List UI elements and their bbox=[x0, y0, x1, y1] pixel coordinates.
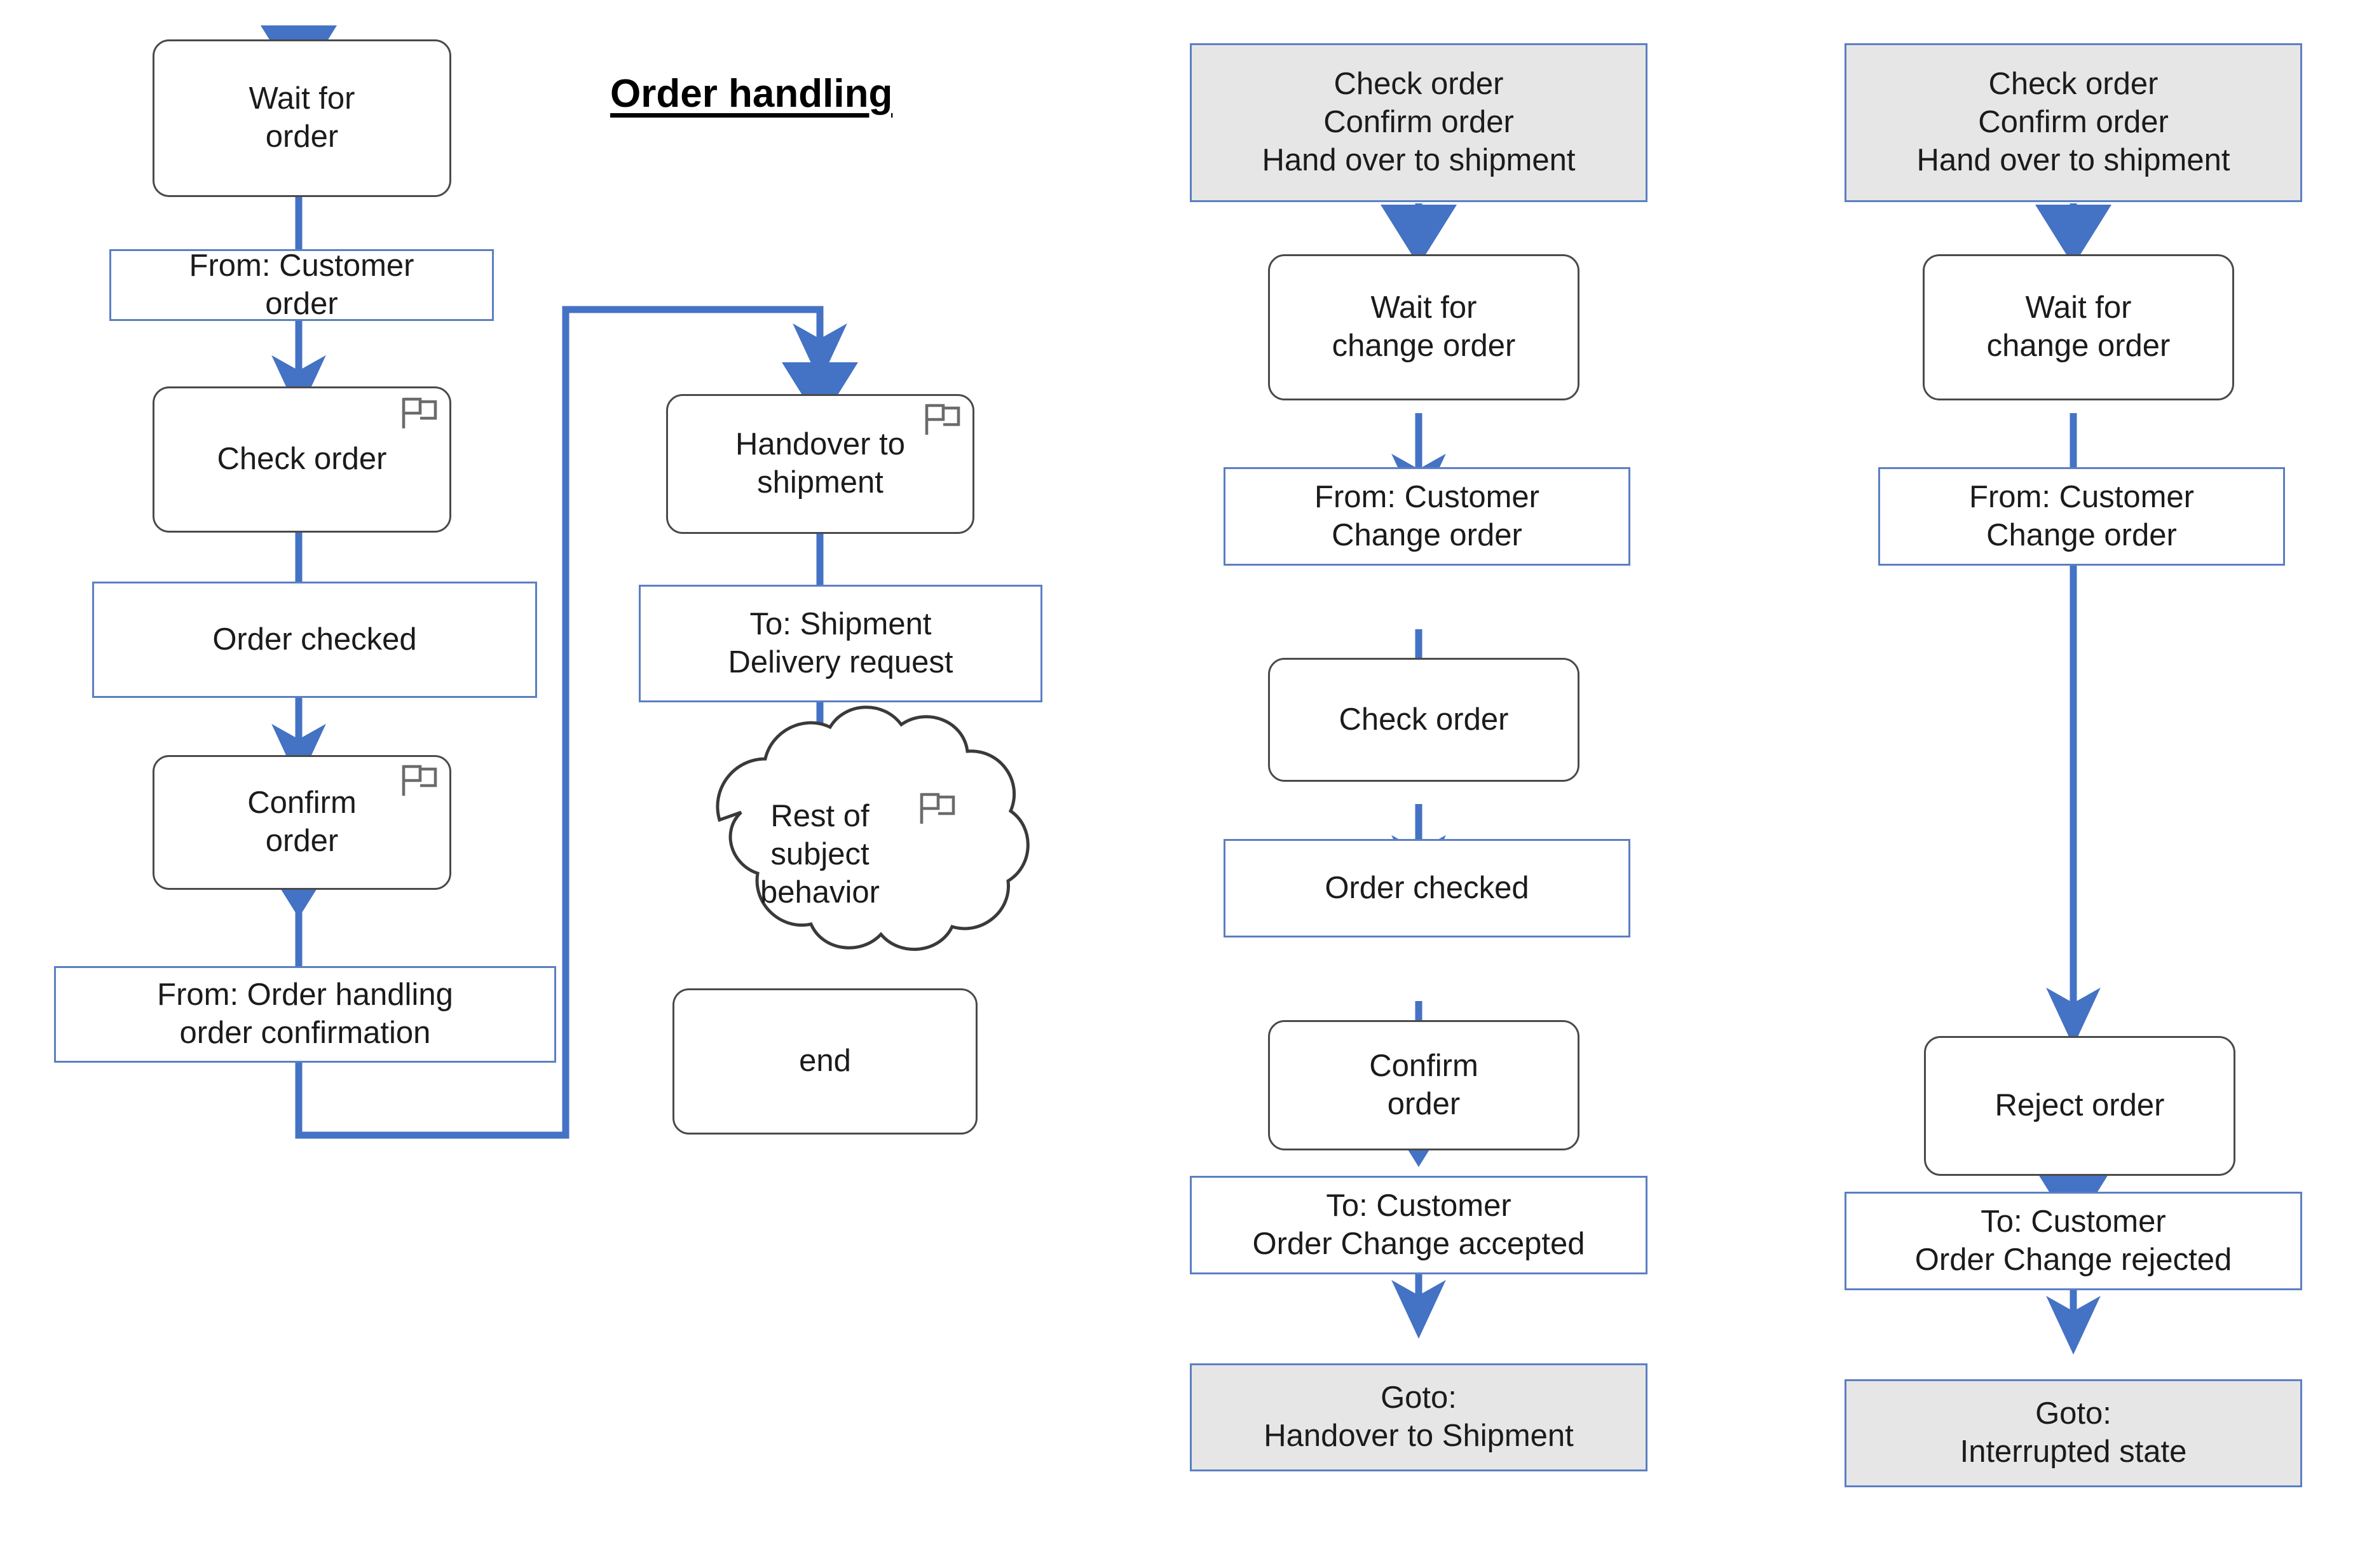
cloud-shape bbox=[716, 706, 1030, 951]
state-wait-for-order[interactable]: Wait for order bbox=[153, 39, 451, 197]
state-check-order-middle[interactable]: Check order bbox=[1268, 658, 1579, 782]
state-end[interactable]: end bbox=[672, 988, 978, 1135]
message-from-order-handling[interactable]: From: Order handling order confirmation bbox=[54, 966, 556, 1063]
message-to-shipment[interactable]: To: Shipment Delivery request bbox=[639, 585, 1042, 702]
grey-interrupt-states-middle[interactable]: Check order Confirm order Hand over to s… bbox=[1190, 43, 1647, 202]
edge-loop-to-handover bbox=[295, 306, 847, 1139]
grey-goto-handover-middle[interactable]: Goto: Handover to Shipment bbox=[1190, 1363, 1647, 1471]
grey-interrupt-states-right[interactable]: Check order Confirm order Hand over to s… bbox=[1845, 43, 2302, 202]
state-confirm-order[interactable]: Confirm order bbox=[153, 755, 451, 890]
cloud-label: Rest of subject behavior bbox=[760, 799, 880, 910]
triangle-mid-wait-top bbox=[1381, 205, 1457, 266]
message-to-customer-accepted-middle[interactable]: To: Customer Order Change accepted bbox=[1190, 1176, 1647, 1274]
state-label: Confirm order bbox=[247, 786, 357, 858]
state-handover-to-shipment[interactable]: Handover to shipment bbox=[666, 394, 974, 534]
page-title: Order handling bbox=[610, 72, 893, 116]
state-wait-for-change-order-middle[interactable]: Wait for change order bbox=[1268, 254, 1579, 400]
triangle-handover-top bbox=[782, 362, 858, 423]
state-check-order[interactable]: Check order bbox=[153, 386, 451, 533]
message-order-checked[interactable]: Order checked bbox=[92, 582, 537, 698]
message-from-customer-order[interactable]: From: Customer order bbox=[109, 249, 494, 321]
message-from-customer-change-order-middle[interactable]: From: Customer Change order bbox=[1224, 467, 1630, 566]
message-to-customer-rejected-right[interactable]: To: Customer Order Change rejected bbox=[1845, 1192, 2302, 1290]
message-from-customer-change-order-right[interactable]: From: Customer Change order bbox=[1878, 467, 2285, 566]
state-label: Handover to shipment bbox=[735, 427, 905, 500]
message-order-checked-middle[interactable]: Order checked bbox=[1224, 839, 1630, 937]
state-confirm-order-middle[interactable]: Confirm order bbox=[1268, 1020, 1579, 1150]
state-label: Check order bbox=[217, 442, 387, 477]
state-wait-for-change-order-right[interactable]: Wait for change order bbox=[1923, 254, 2234, 400]
state-reject-order-right[interactable]: Reject order bbox=[1924, 1036, 2235, 1176]
grey-goto-interrupted-right[interactable]: Goto: Interrupted state bbox=[1845, 1379, 2302, 1487]
triangle-right-wait-top bbox=[2035, 205, 2111, 266]
